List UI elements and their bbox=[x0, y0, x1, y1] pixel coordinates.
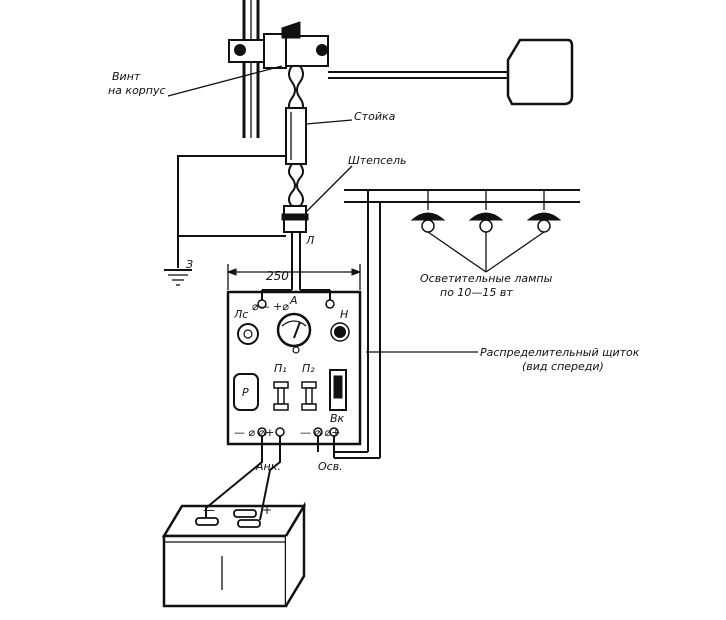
distribution-board bbox=[226, 289, 362, 458]
lamp-2 bbox=[468, 190, 504, 233]
label-post: Стойка bbox=[354, 110, 396, 123]
lighting-line bbox=[334, 189, 580, 459]
label-board: Распределительный щиток (вид спереди) bbox=[480, 346, 643, 373]
fuse-p2 bbox=[301, 381, 317, 411]
label-lamps: Осветительные лампы по 10—15 вт bbox=[420, 272, 556, 299]
label-ank: Анк. bbox=[255, 460, 281, 473]
label-r: Р bbox=[242, 386, 249, 399]
label-p1: П₁ bbox=[274, 362, 287, 375]
ground-circuit bbox=[164, 155, 286, 286]
label-n: Н bbox=[340, 308, 348, 321]
label-plug-letter: Л bbox=[305, 234, 314, 247]
dimension-250 bbox=[226, 264, 362, 290]
label-top-terminals: ⌀— +⌀ bbox=[252, 300, 289, 313]
label-bat-minus: — bbox=[203, 503, 215, 517]
battery bbox=[161, 436, 307, 608]
label-bottom-right: — ⌀ ⌀+ bbox=[300, 426, 340, 439]
label-bat-plus: + bbox=[262, 503, 272, 517]
label-a: А bbox=[289, 294, 298, 307]
fuse-p1 bbox=[273, 381, 289, 411]
label-lc: Лс bbox=[233, 308, 248, 321]
label-p2: П₂ bbox=[302, 362, 315, 375]
label-bottom-left: — ⌀ ⌀+ bbox=[234, 426, 274, 439]
lamp-3 bbox=[526, 190, 562, 233]
label-osv: Осв. bbox=[318, 460, 343, 473]
label-plug: Штепсель bbox=[348, 154, 406, 167]
label-screw: Винт на корпус bbox=[108, 70, 166, 97]
label-vk: Вк bbox=[330, 412, 345, 425]
label-dimension: 250 bbox=[266, 269, 289, 283]
plug-pointer bbox=[305, 165, 353, 213]
post-pointer bbox=[305, 119, 353, 125]
post-and-cable bbox=[281, 65, 309, 290]
screw-pointer bbox=[167, 65, 283, 97]
wind-generator bbox=[228, 0, 574, 138]
label-ground: З bbox=[186, 258, 193, 271]
lamp-1 bbox=[410, 190, 446, 233]
